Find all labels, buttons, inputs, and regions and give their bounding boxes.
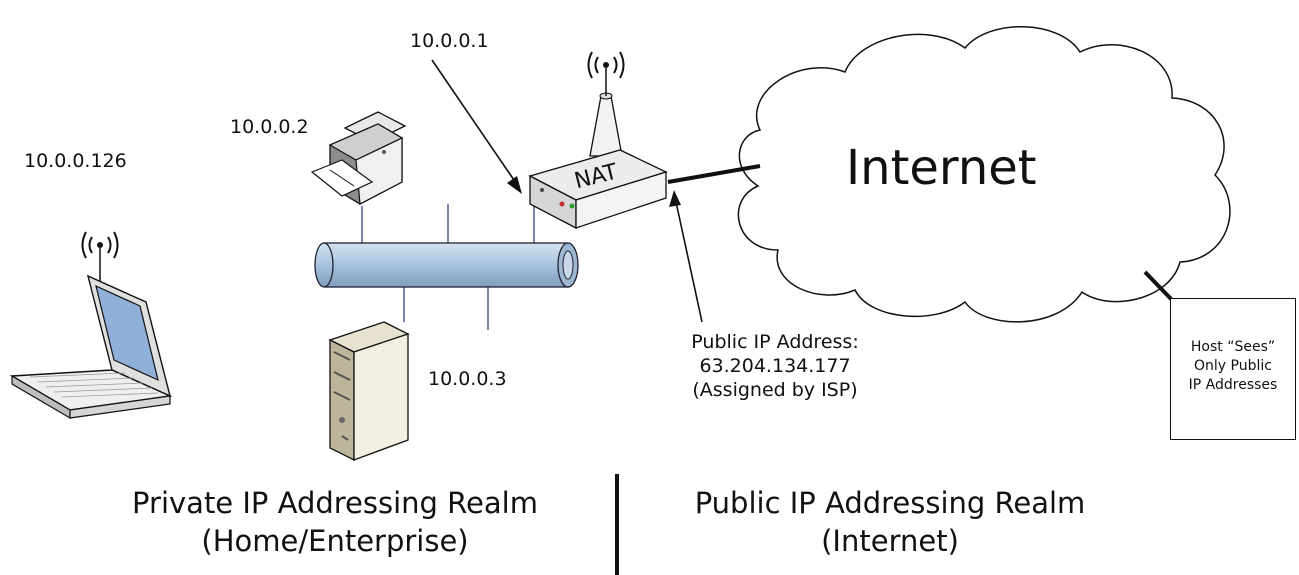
host-note-line: IP Addresses — [1188, 377, 1278, 393]
public-realm-subtitle: (Internet) — [821, 524, 959, 558]
public-realm-label: Public IP Addressing Realm (Internet) — [660, 484, 1120, 560]
public-ip-line: 63.204.134.177 — [699, 355, 851, 377]
public-ip-line: (Assigned by ISP) — [692, 379, 858, 401]
printer-icon — [310, 111, 407, 205]
printer-ip-label: 10.0.0.2 — [230, 116, 309, 138]
private-realm-title: Private IP Addressing Realm — [132, 486, 538, 520]
laptop-ip-label: 10.0.0.126 — [24, 150, 127, 172]
arrow-to-router — [431, 59, 522, 194]
ethernet-bus — [314, 242, 579, 288]
server-icon — [328, 321, 410, 462]
internet-label: Internet — [846, 140, 1037, 196]
host-note-box: Host “Sees” Only Public IP Addresses — [1170, 298, 1296, 440]
public-ip-label: Public IP Address: 63.204.134.177 (Assig… — [660, 330, 890, 402]
nat-router-icon — [528, 51, 668, 230]
private-realm-label: Private IP Addressing Realm (Home/Enterp… — [90, 484, 580, 560]
private-realm-subtitle: (Home/Enterprise) — [201, 524, 469, 558]
arrow-to-public-ip — [669, 190, 703, 323]
cloud-host-link — [1143, 270, 1174, 302]
host-note-line: Only Public — [1194, 358, 1272, 374]
router-internet-link — [667, 164, 761, 184]
laptop-icon — [9, 231, 173, 420]
router-ip-label: 10.0.0.1 — [410, 30, 489, 52]
internet-cloud — [737, 25, 1231, 323]
host-note-line: Host “Sees” — [1190, 339, 1276, 355]
public-realm-title: Public IP Addressing Realm — [694, 486, 1086, 520]
public-ip-line: Public IP Address: — [691, 331, 859, 353]
server-ip-label: 10.0.0.3 — [428, 368, 507, 390]
